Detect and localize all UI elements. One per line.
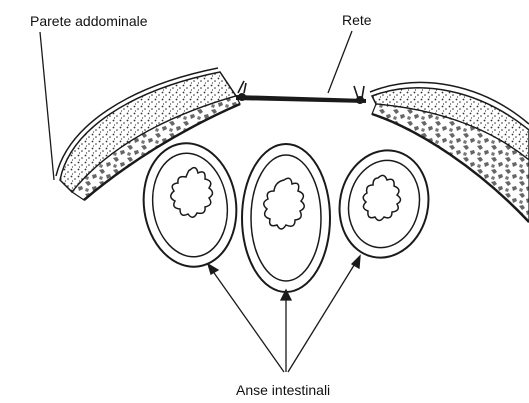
mesh bbox=[236, 81, 366, 104]
mesh-leader-line bbox=[328, 31, 352, 93]
intestinal-loops-label: Anse intestinali bbox=[236, 383, 330, 397]
intestinal-loop-right bbox=[330, 142, 439, 266]
wall-leader-line bbox=[40, 32, 54, 180]
abdominal-wall-label: Parete addominale bbox=[30, 14, 148, 28]
mesh-label: Rete bbox=[342, 13, 372, 27]
intestinal-loop-left bbox=[136, 137, 244, 273]
intestinal-loop-center bbox=[242, 144, 330, 292]
